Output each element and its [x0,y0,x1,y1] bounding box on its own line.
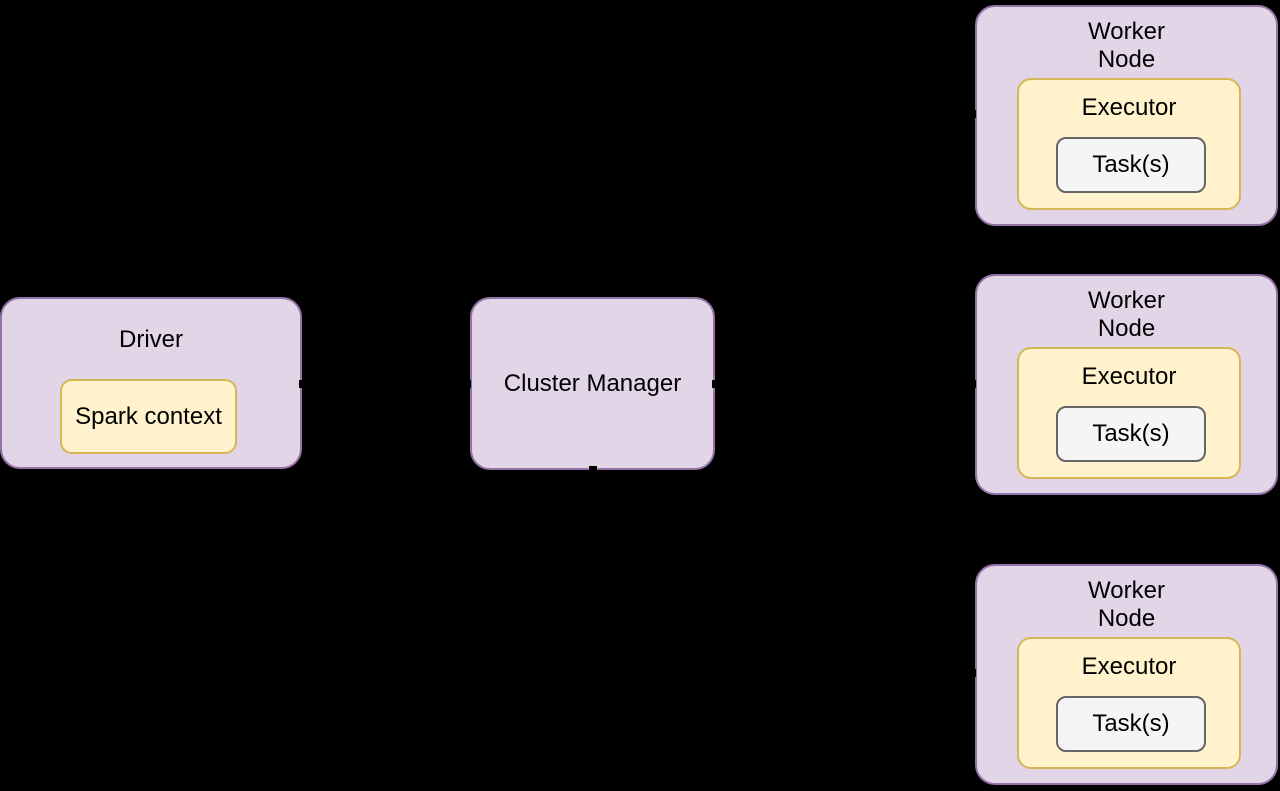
executor-node-3: Executor Task(s) [1017,637,1241,769]
executor-2-label: Executor [1081,363,1177,390]
connector-stub-worker3-left [971,669,976,677]
task-node-2: Task(s) [1056,406,1206,462]
spark-context-label: Spark context [75,402,222,430]
cluster-manager-label: Cluster Manager [503,369,682,397]
spark-context-node: Spark context [60,379,237,454]
task-node-3: Task(s) [1056,696,1206,752]
worker-node-1-label-line2: Node [1097,46,1156,73]
connector-stub-worker1-left [971,110,976,118]
worker-node-2-label-line2: Node [1097,315,1156,342]
executor-node-2: Executor Task(s) [1017,347,1241,479]
executor-3-label: Executor [1081,653,1177,680]
task-node-1: Task(s) [1056,137,1206,193]
connector-stub-cluster-manager-left [466,380,471,388]
driver-label: Driver [119,326,183,353]
task-1-label: Task(s) [1092,151,1170,178]
worker-node-2-label-line1: Worker [1088,287,1165,314]
driver-node: Driver Spark context [0,297,302,469]
task-3-label: Task(s) [1092,710,1170,737]
cluster-manager-node: Cluster Manager [470,297,715,470]
task-2-label: Task(s) [1092,420,1170,447]
connector-stub-cluster-manager-top [589,292,597,297]
connector-stub-cluster-manager-right [712,380,717,388]
connector-stub-cluster-manager-bottom [589,466,597,471]
executor-node-1: Executor Task(s) [1017,78,1241,210]
connector-stub-worker2-left [971,380,976,388]
worker-node-1-label-line1: Worker [1088,18,1165,45]
worker-node-3-label-line2: Node [1097,605,1156,632]
worker-node-3-label-line1: Worker [1088,577,1165,604]
executor-1-label: Executor [1081,94,1177,121]
connector-stub-driver-right [299,380,304,388]
